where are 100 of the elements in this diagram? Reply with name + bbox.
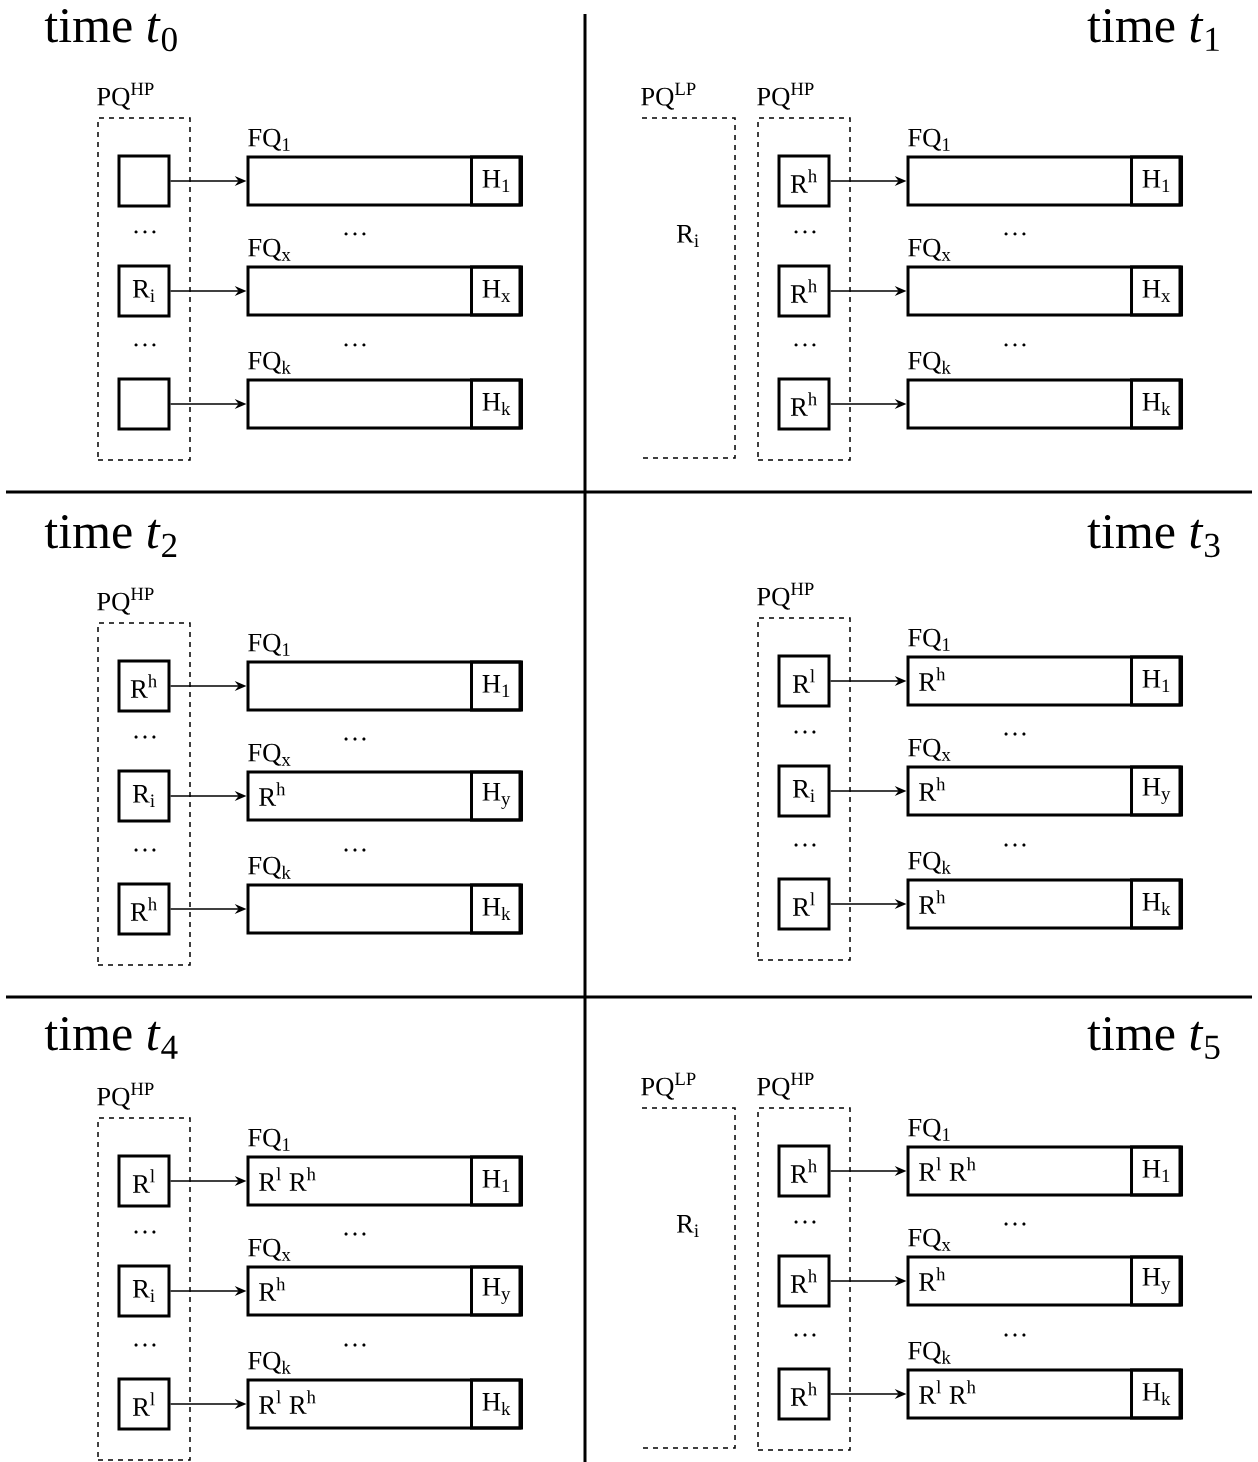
ellipsis: … (1004, 843, 1026, 847)
head-cell: H$_{y}$ (1130, 765, 1183, 817)
head-cell: H$_{1}$ (470, 1155, 523, 1207)
queue-label: FQ$_{x}$ (248, 1238, 291, 1261)
queue-content: R$^{h}$ (919, 1267, 946, 1291)
head-cell: H$_{1}$ (470, 660, 523, 712)
ellipsis: … (344, 1232, 366, 1236)
panel-title: time t$_{1}$ (1087, 8, 1219, 51)
queue-label: PQ$^{LP}$ (641, 82, 696, 110)
queue-content: R$^{h}$ (919, 667, 946, 691)
request-box: R$^{h}$ (777, 1144, 831, 1198)
request-box: R$_{i}$ (777, 764, 831, 818)
queue-label: FQ$_{x}$ (908, 738, 951, 761)
head-cell: H$_{k}$ (1130, 378, 1183, 430)
head-cell: H$_{k}$ (470, 378, 523, 430)
ellipsis: … (134, 848, 156, 852)
queue-label: FQ$_{k}$ (908, 1341, 951, 1364)
head-cell: H$_{k}$ (1130, 878, 1183, 930)
queue-content: R$^{l}$ R$^{h}$ (919, 1380, 976, 1404)
queue-label: FQ$_{k}$ (908, 851, 951, 874)
panel-title: time t$_{5}$ (1087, 1016, 1220, 1059)
queue-label: PQ$^{HP}$ (757, 82, 814, 110)
queue-label: FQ$_{1}$ (908, 628, 950, 651)
queue-label: FQ$_{k}$ (248, 351, 291, 374)
head-cell: H$_{k}$ (470, 883, 523, 935)
queue-content: R$^{l}$ R$^{h}$ (259, 1167, 316, 1191)
queue-label: FQ$_{k}$ (908, 351, 951, 374)
ellipsis: … (794, 343, 816, 347)
ellipsis: … (794, 1220, 816, 1224)
request-box: R$_{i}$ (117, 1264, 171, 1318)
ellipsis: … (1004, 343, 1026, 347)
queue-label: FQ$_{k}$ (248, 856, 291, 879)
ellipsis: … (344, 737, 366, 741)
ellipsis: … (134, 1230, 156, 1234)
request-box (117, 154, 171, 208)
head-cell: H$_{1}$ (470, 155, 523, 207)
queue-content: R$^{h}$ (259, 782, 286, 806)
queue-label: PQ$^{HP}$ (97, 587, 154, 615)
head-cell: H$_{1}$ (1130, 1145, 1183, 1197)
request-box: R$^{l}$ (777, 654, 831, 708)
ellipsis: … (344, 232, 366, 236)
queue-label: FQ$_{x}$ (248, 743, 291, 766)
ellipsis: … (794, 230, 816, 234)
panel-title: time t$_{4}$ (44, 1016, 178, 1059)
queue-label: PQ$^{HP}$ (757, 1072, 814, 1100)
queue-label: FQ$_{1}$ (908, 128, 950, 151)
head-cell: H$_{x}$ (470, 265, 523, 317)
queue-content: R$^{h}$ (259, 1277, 286, 1301)
queue-label: PQ$^{HP}$ (757, 582, 814, 610)
ellipsis: … (794, 730, 816, 734)
request-box: R$^{h}$ (777, 1254, 831, 1308)
queue-label: PQ$^{HP}$ (97, 1082, 154, 1110)
request-box: R$^{h}$ (777, 264, 831, 318)
queue-label: FQ$_{x}$ (248, 238, 291, 261)
panel-title: time t$_{2}$ (44, 514, 177, 557)
request-box: R$^{h}$ (117, 659, 171, 713)
queue-content: R$^{h}$ (919, 890, 946, 914)
request-label: R$_{i}$ (676, 225, 699, 247)
queue-content: R$^{h}$ (919, 777, 946, 801)
request-box: R$_{i}$ (117, 264, 171, 318)
request-box: R$^{h}$ (777, 377, 831, 431)
head-cell: H$_{k}$ (470, 1378, 523, 1430)
head-cell: H$_{1}$ (1130, 655, 1183, 707)
request-label: R$_{i}$ (676, 1215, 699, 1237)
request-box (117, 377, 171, 431)
ellipsis: … (134, 735, 156, 739)
request-box: R$^{l}$ (117, 1154, 171, 1208)
request-box: R$^{l}$ (117, 1377, 171, 1431)
panel-title: time t$_{3}$ (1087, 514, 1220, 558)
request-box: R$^{h}$ (117, 882, 171, 936)
head-cell: H$_{x}$ (1130, 265, 1183, 317)
queue-label: FQ$_{x}$ (908, 1228, 951, 1251)
ellipsis: … (1004, 1333, 1026, 1337)
queue-label: FQ$_{1}$ (908, 1118, 950, 1141)
head-cell: H$_{1}$ (1130, 155, 1183, 207)
head-cell: H$_{y}$ (470, 1265, 523, 1317)
ellipsis: … (134, 1343, 156, 1347)
ellipsis: … (1004, 232, 1026, 236)
ellipsis: … (134, 343, 156, 347)
ellipsis: … (344, 343, 366, 347)
queue-label: PQ$^{LP}$ (641, 1072, 696, 1100)
request-box: R$^{h}$ (777, 1367, 831, 1421)
ellipsis: … (344, 848, 366, 852)
ellipsis: … (794, 1333, 816, 1337)
queue-label: PQ$^{HP}$ (97, 82, 154, 110)
ellipsis: … (134, 230, 156, 234)
request-box: R$_{i}$ (117, 769, 171, 823)
ellipsis: … (794, 843, 816, 847)
queue-label: FQ$_{1}$ (248, 128, 290, 151)
panel-title: time t$_{0}$ (44, 8, 177, 52)
queue-label: FQ$_{x}$ (908, 238, 951, 261)
ellipsis: … (1004, 732, 1026, 736)
head-cell: H$_{k}$ (1130, 1368, 1183, 1420)
queue-label: FQ$_{k}$ (248, 1351, 291, 1374)
request-box: R$^{h}$ (777, 154, 831, 208)
queue-label: FQ$_{1}$ (248, 633, 290, 656)
head-cell: H$_{y}$ (470, 770, 523, 822)
queue-label: FQ$_{1}$ (248, 1128, 290, 1151)
ellipsis: … (344, 1343, 366, 1347)
head-cell: H$_{y}$ (1130, 1255, 1183, 1307)
